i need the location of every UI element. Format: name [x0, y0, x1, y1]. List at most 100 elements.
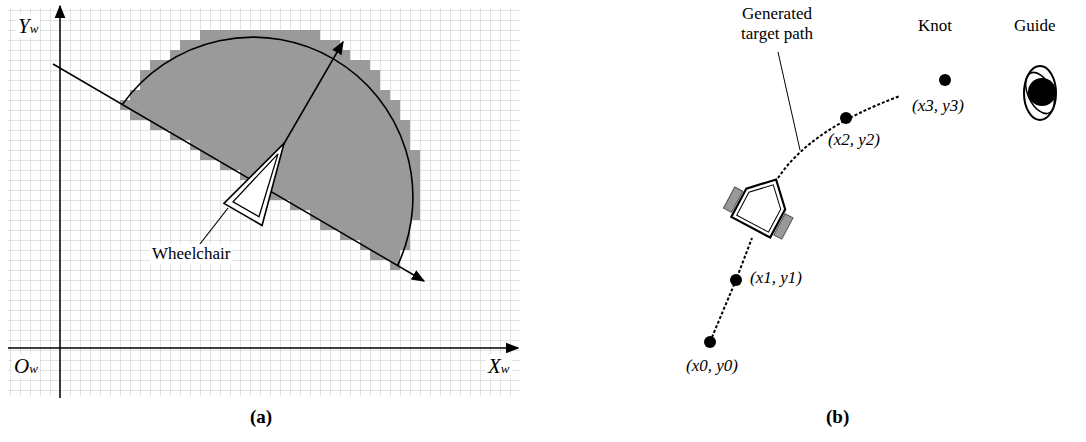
- occupied-cell: [340, 70, 350, 80]
- occupied-cell: [200, 30, 210, 40]
- occupied-cell: [200, 120, 210, 130]
- axis-label: Yw: [16, 14, 40, 38]
- occupied-cell: [370, 100, 380, 110]
- occupied-cell: [320, 90, 330, 100]
- occupied-cell: [360, 160, 370, 170]
- occupied-cell: [170, 80, 180, 90]
- occupied-cell: [360, 210, 370, 220]
- occupied-cell: [300, 130, 310, 140]
- occupied-cell: [260, 80, 270, 90]
- occupied-cell: [140, 100, 150, 110]
- occupied-cell: [130, 90, 140, 100]
- occupied-cell: [240, 100, 250, 110]
- occupied-cell: [310, 150, 320, 160]
- knot-dot: [730, 274, 742, 286]
- occupied-cell: [250, 70, 260, 80]
- x-axis: [8, 347, 518, 349]
- occupied-cell: [360, 230, 370, 240]
- occupied-cell: [370, 140, 380, 150]
- occupied-cell: [380, 190, 390, 200]
- occupied-cell: [330, 190, 340, 200]
- occupied-cell: [350, 210, 360, 220]
- occupied-cell: [350, 140, 360, 150]
- occupied-cell: [380, 180, 390, 190]
- occupied-cell: [380, 240, 390, 250]
- occupied-cell: [170, 90, 180, 100]
- occupied-cell: [360, 190, 370, 200]
- occupied-cell: [180, 70, 190, 80]
- occupied-cell: [390, 170, 400, 180]
- occupied-cell: [230, 50, 240, 60]
- occupied-cell: [350, 220, 360, 230]
- occupied-cell: [180, 40, 190, 50]
- occupied-cell: [340, 140, 350, 150]
- occupied-cell: [350, 130, 360, 140]
- axis-label: Ow: [12, 354, 40, 378]
- occupied-cell: [360, 220, 370, 230]
- occupied-cell: [300, 180, 310, 190]
- occupied-cell: [380, 230, 390, 240]
- occupied-cell: [210, 60, 220, 70]
- occupied-cell: [340, 50, 350, 60]
- occupied-cell: [170, 100, 180, 110]
- panel-label: (a): [250, 406, 272, 428]
- occupied-cell: [310, 30, 320, 40]
- occupied-cell: [230, 100, 240, 110]
- occupied-cell: [340, 160, 350, 170]
- occupied-cell: [190, 110, 200, 120]
- occupied-cell: [330, 170, 340, 180]
- occupied-cell: [320, 110, 330, 120]
- occupied-cell: [220, 90, 230, 100]
- occupied-cell: [240, 120, 250, 130]
- occupied-cell: [250, 50, 260, 60]
- occupied-cell: [190, 130, 200, 140]
- occupied-cell: [250, 80, 260, 90]
- occupied-cell: [360, 140, 370, 150]
- occupied-cell: [370, 200, 380, 210]
- occupied-cell: [370, 70, 380, 80]
- occupied-cell: [290, 190, 300, 200]
- occupied-cell: [250, 30, 260, 40]
- occupied-cell: [350, 200, 360, 210]
- target-path: [710, 238, 752, 342]
- occupied-cell: [290, 90, 300, 100]
- occupied-cell: [320, 160, 330, 170]
- occupied-cell: [300, 30, 310, 40]
- occupied-cell: [370, 210, 380, 220]
- occupied-cell: [220, 70, 230, 80]
- occupied-cell: [260, 60, 270, 70]
- occupied-cell: [330, 70, 340, 80]
- occupied-cell: [340, 200, 350, 210]
- occupied-cell: [160, 120, 170, 130]
- occupied-cell: [310, 190, 320, 200]
- occupied-cell: [270, 90, 280, 100]
- occupied-cell: [240, 110, 250, 120]
- occupied-cell: [250, 120, 260, 130]
- occupied-cell: [370, 160, 380, 170]
- occupied-cell: [280, 70, 290, 80]
- occupied-cell: [240, 40, 250, 50]
- occupied-cell: [310, 100, 320, 110]
- occupied-cell: [340, 180, 350, 190]
- occupied-cell: [290, 80, 300, 90]
- occupied-cell: [350, 100, 360, 110]
- occupied-cell: [360, 150, 370, 160]
- occupied-cell: [330, 110, 340, 120]
- occupied-cell: [320, 40, 330, 50]
- occupied-cell: [340, 80, 350, 90]
- occupied-cell: [370, 230, 380, 240]
- axis-label: Xw: [486, 354, 512, 378]
- occupied-cell: [200, 140, 210, 150]
- occupied-cell: [310, 180, 320, 190]
- occupied-cell: [150, 90, 160, 100]
- occupied-cell: [240, 60, 250, 70]
- occupied-cell: [300, 80, 310, 90]
- occupied-cell: [370, 150, 380, 160]
- occupied-cell: [350, 120, 360, 130]
- occupied-cell: [330, 200, 340, 210]
- occupied-cell: [400, 200, 410, 210]
- occupied-cell: [160, 100, 170, 110]
- occupied-cell: [340, 90, 350, 100]
- occupied-cell: [300, 150, 310, 160]
- occupied-cell: [280, 90, 290, 100]
